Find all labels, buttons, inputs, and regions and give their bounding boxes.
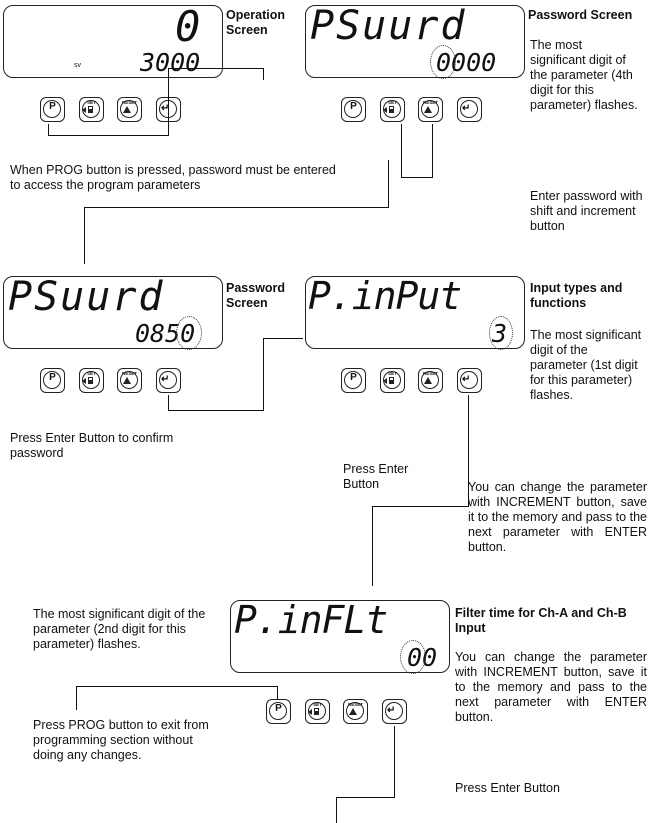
sv-label: sv bbox=[74, 62, 81, 69]
connector-line bbox=[76, 686, 277, 688]
enter-button-3[interactable]: ↵ bbox=[156, 368, 181, 393]
connector-line bbox=[168, 410, 264, 412]
connector-line bbox=[432, 124, 434, 178]
enter-button-2[interactable]: ↵ bbox=[457, 97, 482, 122]
filter-title-value: P.inFLt bbox=[234, 598, 388, 642]
connector-line bbox=[263, 338, 265, 411]
connector-line bbox=[84, 207, 86, 264]
operation-main-value: 0 bbox=[175, 2, 201, 51]
connector-line bbox=[277, 686, 279, 700]
set-button-1[interactable]: SET bbox=[79, 97, 104, 122]
confirm-password-note: Press Enter Button to confirm password bbox=[10, 431, 174, 460]
connector-line bbox=[263, 68, 265, 80]
flashing-digit-marker-2 bbox=[176, 316, 202, 350]
change-parameter-note-1: You can change the parameter with INCREM… bbox=[468, 480, 647, 554]
connector-line bbox=[84, 207, 389, 209]
connector-line bbox=[372, 506, 469, 508]
input-flash-note: The most significant digit of the parame… bbox=[530, 328, 642, 402]
password-title-value-2: PSuurd bbox=[8, 274, 165, 320]
reset-button-5[interactable]: RESET bbox=[343, 699, 368, 724]
flashing-digit-marker-3 bbox=[489, 316, 513, 350]
connector-line bbox=[76, 686, 78, 710]
password-screen-title-1: Password Screen bbox=[528, 8, 633, 22]
connector-line bbox=[168, 68, 170, 136]
password-title-value-1: PSuurd bbox=[310, 3, 467, 49]
press-enter-note-2: Press Enter Button bbox=[455, 781, 560, 795]
connector-line bbox=[401, 177, 433, 179]
exit-prog-note: Press PROG button to exit from programmi… bbox=[33, 718, 209, 762]
enter-button-5[interactable]: ↵ bbox=[382, 699, 407, 724]
connector-line bbox=[336, 797, 395, 799]
reset-button-4[interactable]: RESET bbox=[418, 368, 443, 393]
reset-button-2[interactable]: RESET bbox=[418, 97, 443, 122]
password-flash-note: The most significant digit of the parame… bbox=[530, 38, 638, 112]
filter-flash-note: The most significant digit of the parame… bbox=[33, 607, 206, 651]
connector-line bbox=[336, 797, 338, 823]
connector-line bbox=[401, 124, 403, 178]
change-parameter-note-2: You can change the parameter with INCREM… bbox=[455, 650, 647, 724]
connector-line bbox=[372, 506, 374, 586]
set-button-5[interactable]: SET bbox=[305, 699, 330, 724]
prog-button-1[interactable]: P bbox=[40, 97, 65, 122]
connector-line bbox=[168, 395, 170, 411]
prog-button-2[interactable]: P bbox=[341, 97, 366, 122]
password-display-1 bbox=[305, 5, 525, 78]
input-display bbox=[305, 276, 525, 349]
reset-button-3[interactable]: RESET bbox=[117, 368, 142, 393]
connector-line bbox=[468, 395, 470, 507]
prog-password-note: When PROG button is pressed, password mu… bbox=[10, 163, 336, 192]
enter-password-note: Enter password with shift and increment … bbox=[530, 189, 643, 233]
press-enter-note-1: Press Enter Button bbox=[343, 462, 409, 491]
prog-button-4[interactable]: P bbox=[341, 368, 366, 393]
prog-button-3[interactable]: P bbox=[40, 368, 65, 393]
connector-line bbox=[48, 135, 168, 137]
connector-line bbox=[394, 726, 396, 798]
operation-display bbox=[3, 5, 223, 78]
password-screen-title-2: Password Screen bbox=[226, 281, 286, 310]
connector-line bbox=[263, 338, 303, 340]
operation-set-value: 3000 bbox=[140, 48, 201, 77]
connector-line bbox=[168, 68, 264, 70]
connector-line bbox=[48, 124, 50, 136]
connector-line bbox=[388, 160, 390, 208]
input-title-value: P.inPut bbox=[308, 274, 462, 318]
input-screen-title: Input types and functions bbox=[530, 281, 623, 310]
set-button-4[interactable]: SET bbox=[380, 368, 405, 393]
set-button-3[interactable]: SET bbox=[79, 368, 104, 393]
flashing-digit-marker-1 bbox=[430, 45, 456, 79]
flashing-digit-marker-4 bbox=[400, 640, 426, 674]
enter-button-4[interactable]: ↵ bbox=[457, 368, 482, 393]
set-button-2[interactable]: SET bbox=[380, 97, 405, 122]
operation-screen-title: Operation Screen bbox=[226, 8, 286, 37]
reset-button-1[interactable]: RESET bbox=[117, 97, 142, 122]
filter-screen-title: Filter time for Ch-A and Ch-B Input bbox=[455, 606, 627, 635]
prog-button-5[interactable]: P bbox=[266, 699, 291, 724]
